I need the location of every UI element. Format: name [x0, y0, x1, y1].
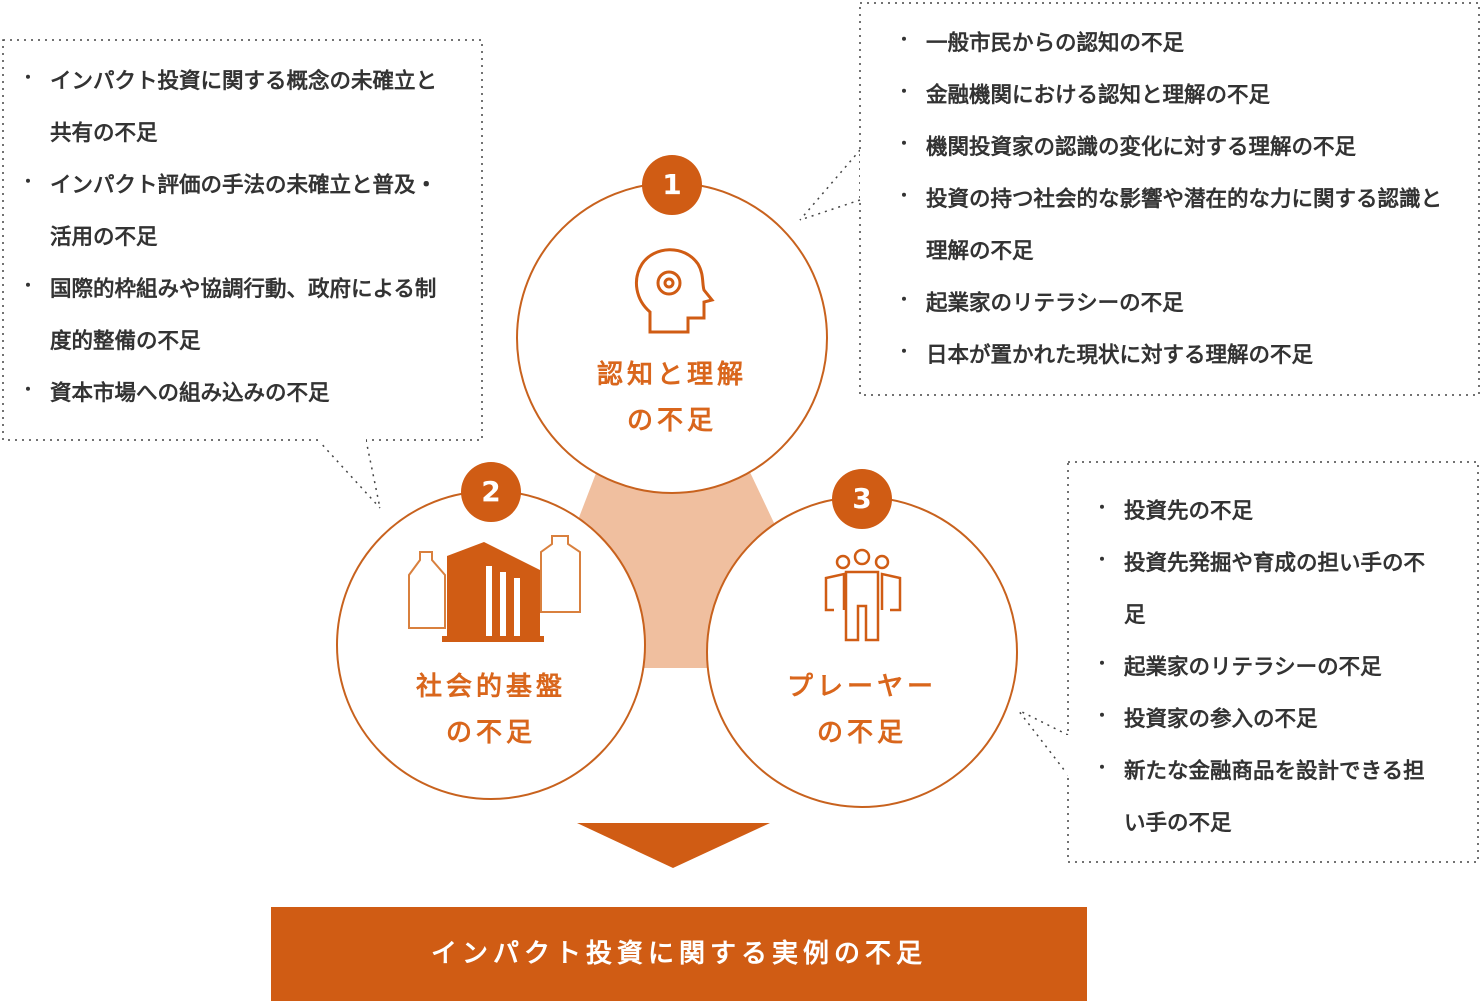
down-arrow — [577, 823, 770, 868]
left-box-border — [2, 39, 483, 441]
head-gear-icon — [634, 248, 715, 334]
list-item: 資本市場への組み込みの不足 — [20, 364, 448, 420]
list-item: 一般市民からの認知の不足 — [896, 14, 1454, 70]
badge-2: 2 — [461, 462, 521, 522]
list-item: 金融機関における認知と理解の不足 — [896, 66, 1454, 122]
list-item: 機関投資家の認識の変化に対する理解の不足 — [896, 118, 1454, 174]
list-item: 起業家のリテラシーの不足 — [1094, 638, 1442, 694]
badge-3: 3 — [832, 469, 892, 529]
top-right-callout-box: 一般市民からの認知の不足 金融機関における認知と理解の不足 機関投資家の認識の変… — [896, 14, 1454, 382]
list-item: インパクト評価の手法の未確立と普及・活用の不足 — [20, 156, 448, 264]
label-line: 社会的基盤 — [415, 672, 566, 702]
circle-cognition — [516, 182, 828, 494]
bottom-right-box-border — [1067, 461, 1479, 863]
list-item: インパクト投資に関する概念の未確立と共有の不足 — [20, 52, 448, 160]
list-item: 起業家のリテラシーの不足 — [896, 274, 1454, 330]
label-line: の不足 — [445, 718, 536, 748]
conclusion-banner: インパクト投資に関する実例の不足 — [271, 907, 1087, 1001]
label-line: 認知と理解 — [596, 360, 747, 390]
bottom-right-callout-box: 投資先の不足 投資先発掘や育成の担い手の不足 起業家のリテラシーの不足 投資家の… — [1094, 482, 1442, 850]
top-right-box-border — [859, 2, 1480, 396]
label-line: プレーヤー — [786, 672, 937, 702]
list-item: 投資先発掘や育成の担い手の不足 — [1094, 534, 1442, 642]
circle-players — [706, 496, 1018, 808]
list-item: 投資先の不足 — [1094, 482, 1442, 538]
circle-1-label: 認知と理解 の不足 — [542, 352, 802, 444]
circle-3-label: プレーヤー の不足 — [732, 664, 992, 756]
badge-1: 1 — [642, 155, 702, 215]
list-item: 新たな金融商品を設計できる担い手の不足 — [1094, 742, 1442, 850]
list-item: 投資家の参入の不足 — [1094, 690, 1442, 746]
people-group-icon — [824, 548, 902, 642]
list-item: 国際的枠組みや協調行動、政府による制度的整備の不足 — [20, 260, 448, 368]
left-callout-box: インパクト投資に関する概念の未確立と共有の不足 インパクト評価の手法の未確立と普… — [20, 52, 448, 420]
buildings-icon — [408, 535, 581, 642]
label-line: の不足 — [816, 718, 907, 748]
label-line: の不足 — [626, 406, 717, 436]
circle-2-label: 社会的基盤 の不足 — [361, 664, 621, 756]
list-item: 投資の持つ社会的な影響や潜在的な力に関する認識と理解の不足 — [896, 170, 1454, 278]
list-item: 日本が置かれた現状に対する理解の不足 — [896, 326, 1454, 382]
